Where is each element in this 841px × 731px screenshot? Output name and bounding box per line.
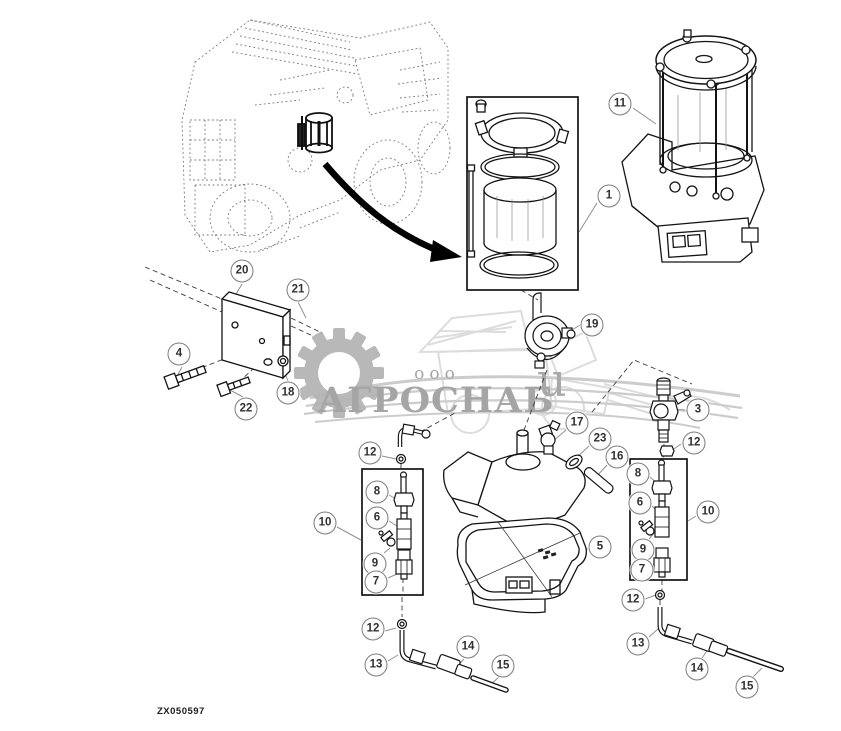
- sensor-fitting-17: [538, 419, 561, 455]
- callout-15: 15: [735, 675, 759, 699]
- ring-12-left-top: [395, 453, 407, 465]
- callout-12: 12: [621, 588, 645, 612]
- callout-12: 12: [361, 617, 385, 641]
- callout-8: 8: [626, 462, 650, 486]
- callout-10: 10: [313, 511, 337, 535]
- right-line-chain: [657, 607, 784, 672]
- callout-13: 13: [626, 632, 650, 656]
- callout-14: 14: [685, 657, 709, 681]
- callout-9: 9: [363, 552, 387, 576]
- tray-art: [456, 517, 587, 614]
- watermark-gear-icon: [294, 328, 384, 418]
- watermark-org-form: ооо: [414, 364, 460, 384]
- callout-6: 6: [628, 491, 652, 515]
- callout-15: 15: [491, 654, 515, 678]
- callout-23: 23: [588, 427, 612, 451]
- reservoir-detail-box: [466, 96, 579, 291]
- ring-12-left-lower: [396, 618, 408, 630]
- location-arrow: [322, 161, 462, 262]
- callout-22: 22: [234, 397, 258, 421]
- callout-14: 14: [456, 635, 480, 659]
- tube-16: [583, 467, 614, 494]
- callout-1: 1: [597, 184, 621, 208]
- callout-12: 12: [358, 441, 382, 465]
- nut-12-right-top: [659, 445, 675, 457]
- fitting-group-left: [361, 423, 431, 630]
- callout-6: 6: [365, 506, 389, 530]
- callout-19: 19: [580, 313, 604, 337]
- drawing-code: ZX050597: [157, 706, 205, 717]
- callout-11: 11: [608, 92, 632, 116]
- callout-12: 12: [682, 431, 706, 455]
- callout-7: 7: [364, 570, 388, 594]
- watermark-company-name: АГРОСНАБ: [318, 380, 555, 421]
- valve-art: [649, 377, 692, 457]
- ring-12-right-lower: [654, 589, 666, 601]
- cover-art: [443, 429, 586, 524]
- motor-art: [524, 292, 576, 369]
- callout-17: 17: [565, 411, 589, 435]
- callout-13: 13: [364, 653, 388, 677]
- callout-16: 16: [605, 445, 629, 469]
- callout-21: 21: [286, 278, 310, 302]
- fitting-group-right: [629, 458, 688, 601]
- callout-4: 4: [167, 342, 191, 366]
- callout-20: 20: [230, 259, 254, 283]
- callout-18: 18: [276, 381, 300, 405]
- tractor-outline-art: [181, 19, 451, 253]
- callout-10: 10: [696, 500, 720, 524]
- left-line-chain: [399, 630, 509, 693]
- pump-assembly-art: [621, 29, 765, 263]
- elbow-fitting-top-left: [397, 423, 431, 447]
- callout-7: 7: [630, 558, 654, 582]
- callout-8: 8: [365, 480, 389, 504]
- bracket-art: [163, 291, 292, 398]
- mini-pump-on-tractor: [297, 112, 333, 154]
- callout-5: 5: [588, 535, 612, 559]
- callout-3: 3: [686, 398, 710, 422]
- seal-ring-23: [565, 454, 583, 470]
